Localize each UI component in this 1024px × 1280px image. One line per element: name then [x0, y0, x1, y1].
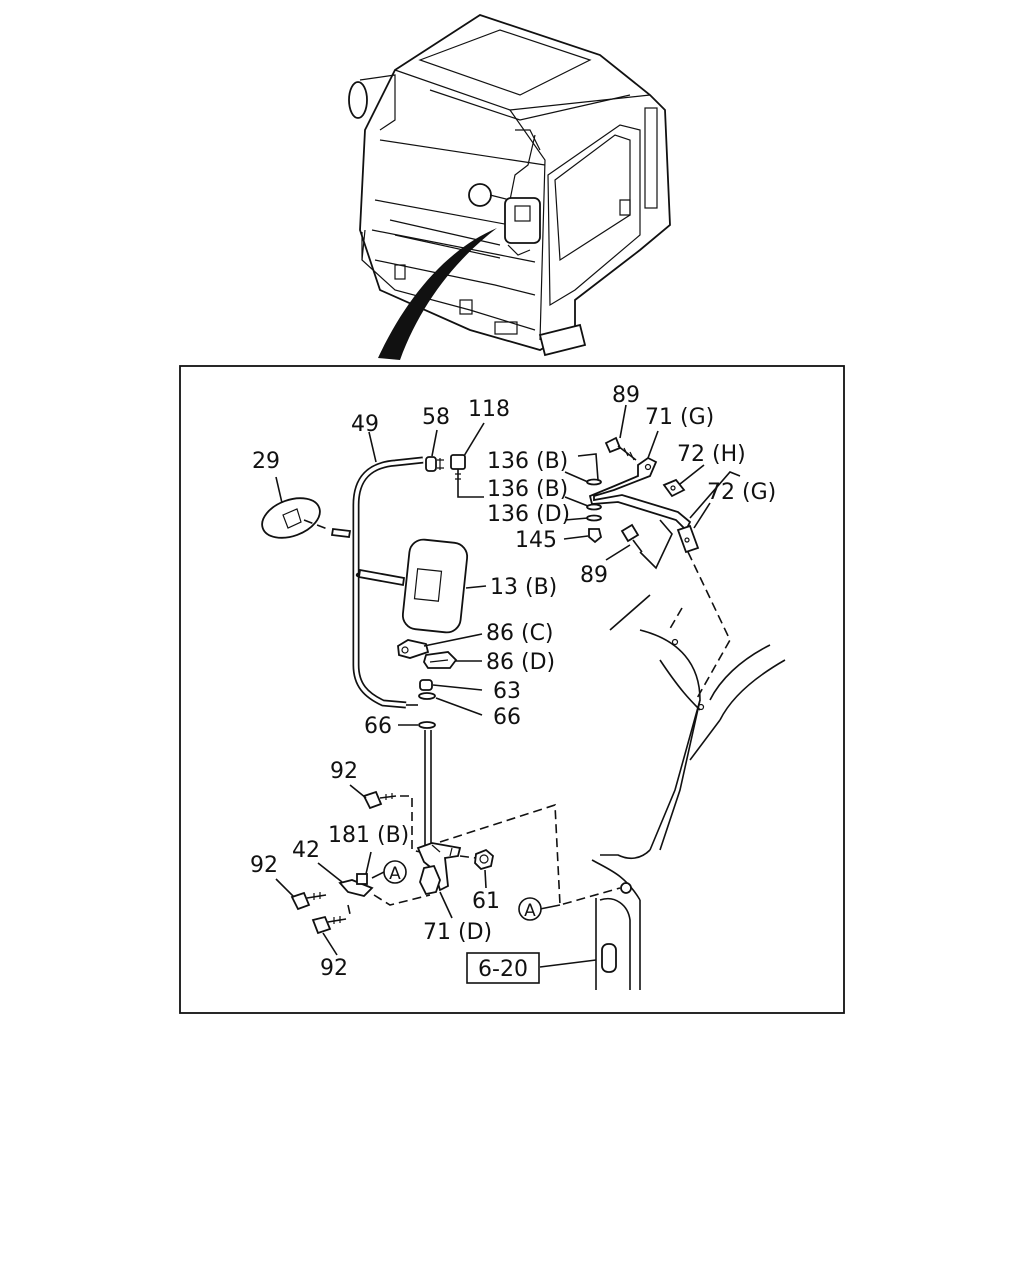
nut-58: [425, 456, 437, 472]
label-89-top: 89: [612, 383, 640, 408]
round-mirror-29: [261, 497, 352, 539]
label-92-bottom: 92: [320, 956, 348, 981]
ref-marker-a-right: A: [518, 897, 542, 921]
bolt-92-left: [290, 891, 327, 911]
svg-text:A: A: [389, 864, 401, 884]
dashed-leader-bracket: [687, 551, 731, 701]
washer-136b-b: [586, 503, 602, 511]
detail-frame: [179, 365, 845, 1014]
washer-136b-a: [586, 478, 602, 486]
nut-61: [474, 848, 494, 871]
bolt-92-bottom: [311, 915, 347, 935]
label-29: 29: [252, 449, 280, 474]
bracket-42: [338, 879, 374, 897]
plate-72h: [662, 478, 686, 498]
label-181b: 181 (B): [328, 823, 409, 848]
label-58: 58: [422, 405, 450, 430]
bracket-71d: [416, 842, 462, 896]
cab-body-outline: [591, 594, 786, 990]
label-71d: 71 (D): [423, 920, 492, 945]
bracket-71g: [588, 456, 692, 532]
bolt-89-top: [604, 436, 637, 461]
rect-mirror-13b: [357, 538, 469, 634]
label-136d: 136 (D): [487, 502, 570, 527]
plate-72g: [676, 524, 700, 554]
callout-pointer: [378, 228, 497, 360]
ref-box-6-20: 6-20: [466, 952, 540, 984]
washer-66-lower: [418, 721, 436, 729]
label-118: 118: [468, 397, 510, 422]
label-72h: 72 (H): [677, 442, 746, 467]
label-63: 63: [493, 679, 521, 704]
label-136b-2: 136 (B): [487, 477, 568, 502]
label-61: 61: [472, 889, 500, 914]
clamp-86c: [397, 639, 430, 659]
label-66-right: 66: [493, 705, 521, 730]
label-72g: 72 (G): [707, 480, 776, 505]
label-71g: 71 (G): [645, 405, 714, 430]
nut-63: [419, 679, 433, 691]
bolt-92-top: [362, 790, 397, 810]
part-labels: 49 58 118 89 71 (G) 72 (H) 72 (G) 136 (B…: [250, 383, 776, 981]
label-92-left: 92: [250, 853, 278, 878]
truck-cab-illustration: [348, 14, 671, 357]
svg-text:A: A: [524, 901, 536, 921]
label-145: 145: [515, 528, 557, 553]
washer-66-upper: [418, 692, 436, 700]
leader-lines: [275, 404, 711, 968]
bolt-89-lower: [620, 523, 643, 553]
washer-136d: [586, 514, 602, 522]
clamp-86d: [423, 651, 458, 669]
label-86d: 86 (D): [486, 650, 555, 675]
label-66-left: 66: [364, 714, 392, 739]
label-86c: 86 (C): [486, 621, 554, 646]
label-136b-1: 136 (B): [487, 449, 568, 474]
label-92-top: 92: [330, 759, 358, 784]
bolt-118: [450, 454, 466, 484]
dashed-leader-base: [439, 803, 621, 907]
label-42: 42: [292, 838, 320, 863]
label-13b: 13 (B): [490, 575, 557, 600]
ref-marker-a-left: A: [383, 860, 407, 884]
nut-145: [588, 528, 603, 544]
clip-181b: [356, 873, 368, 885]
label-89-lower: 89: [580, 563, 608, 588]
svg-text:6-20: 6-20: [478, 957, 528, 982]
label-49: 49: [351, 412, 379, 437]
